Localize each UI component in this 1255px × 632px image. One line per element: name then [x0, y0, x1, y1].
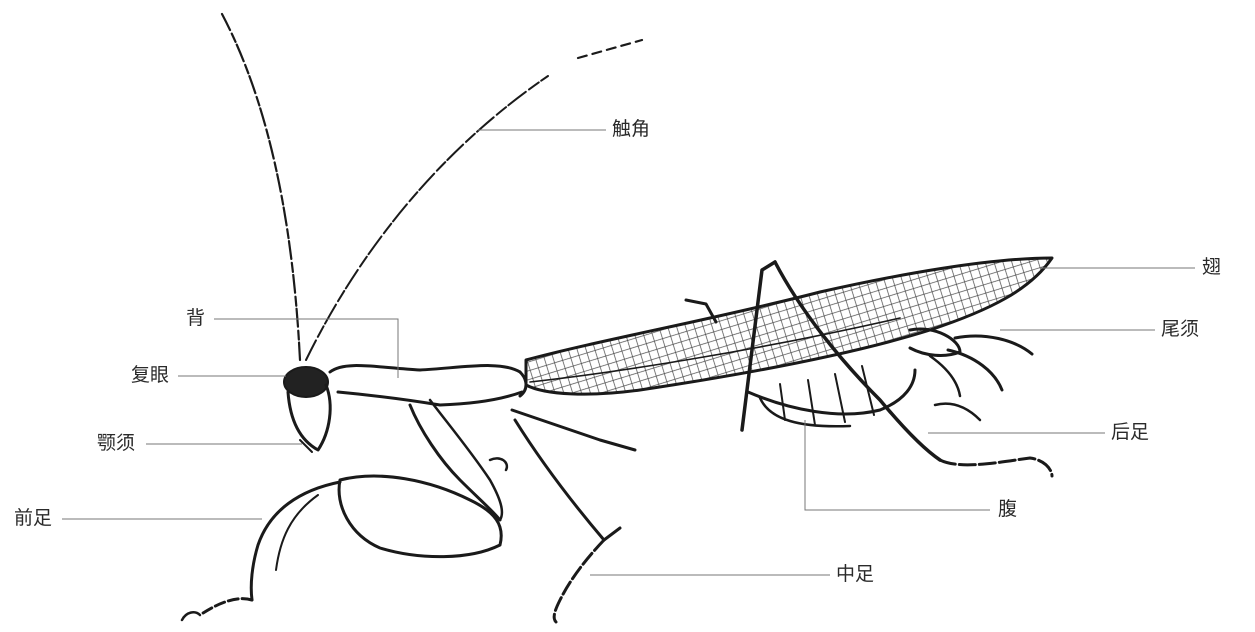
- label-cercus: 尾须: [1161, 320, 1199, 339]
- label-compound-eye: 复眼: [131, 366, 169, 385]
- label-palp: 颚须: [97, 434, 135, 453]
- label-hind-leg: 后足: [1111, 423, 1149, 442]
- label-back: 背: [186, 309, 205, 328]
- label-abdomen: 腹: [998, 500, 1017, 519]
- label-wing: 翅: [1202, 258, 1221, 277]
- leader-back: [214, 319, 398, 378]
- label-antenna: 触角: [612, 120, 650, 139]
- label-foreleg: 前足: [14, 509, 52, 528]
- label-middle-leg: 中足: [836, 565, 874, 584]
